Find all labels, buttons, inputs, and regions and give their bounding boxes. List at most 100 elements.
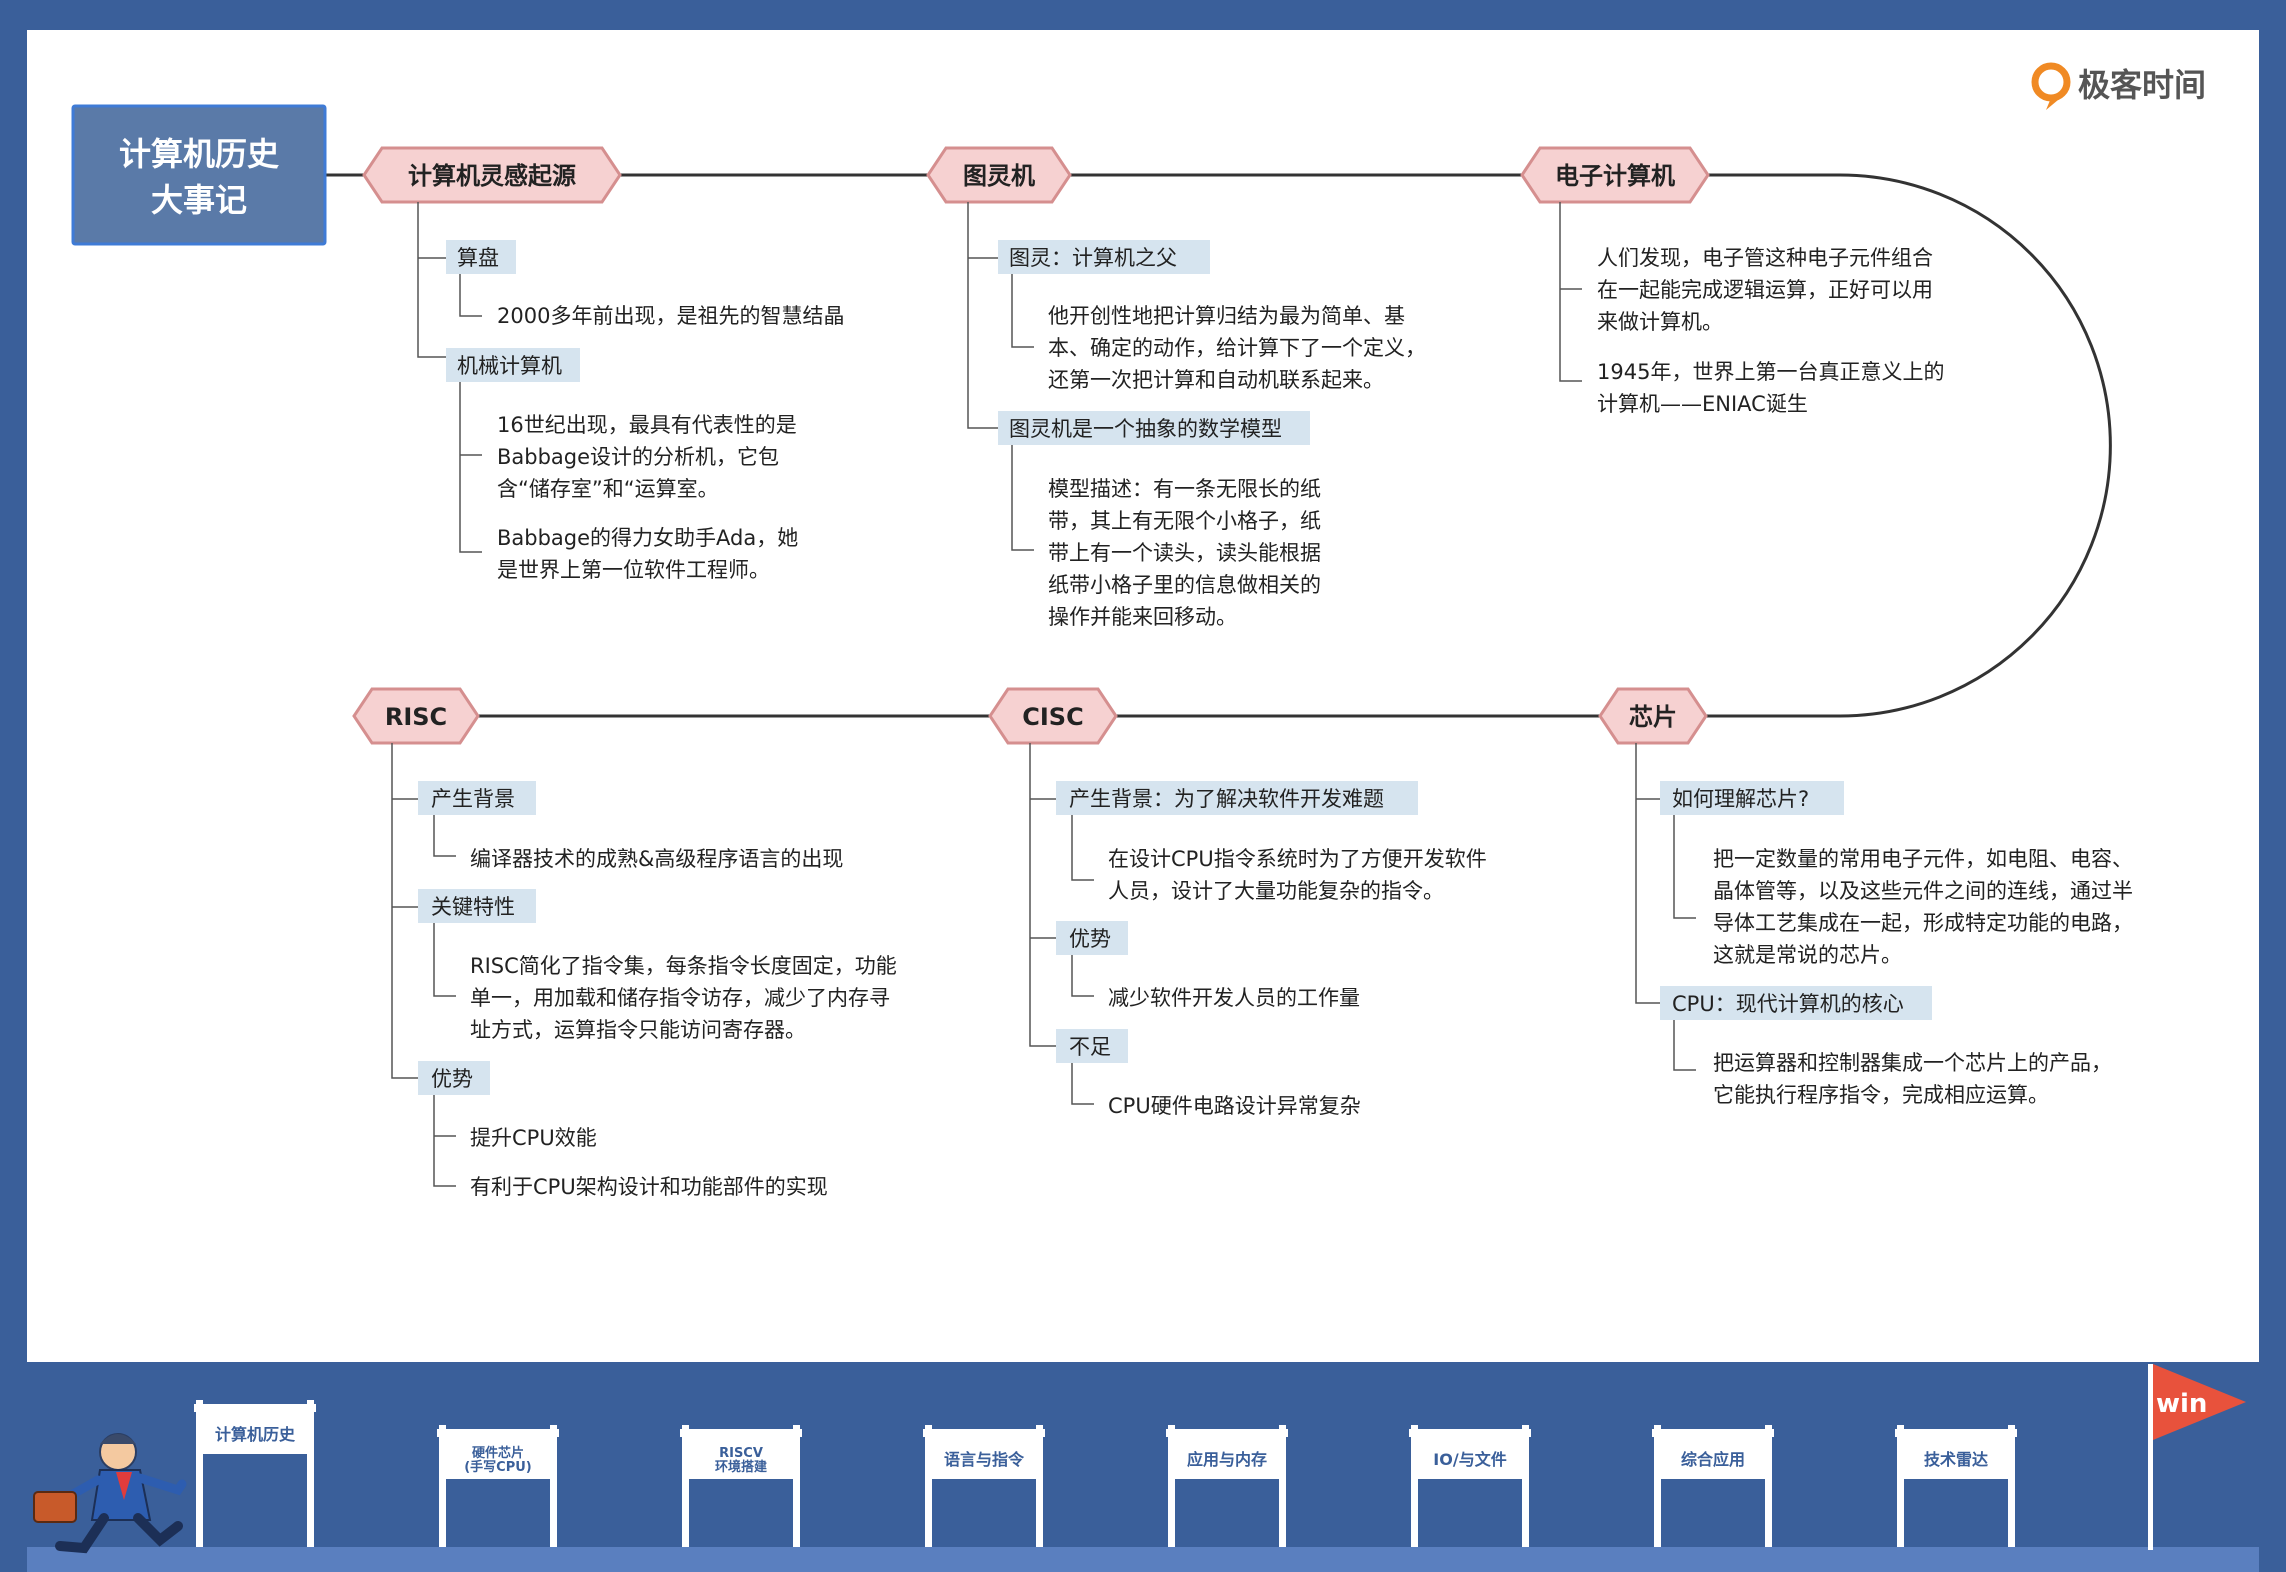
chip-understand-2: 晶体管等，以及这些元件之间的连线，通过半	[1713, 879, 2133, 903]
turing-father-3: 还第一次把计算和自动机联系起来。	[1048, 368, 1384, 392]
gate-1-label: 计算机历史	[215, 1425, 296, 1444]
gate-8-label: 技术雷达	[1924, 1450, 1988, 1469]
timeline-curve	[1700, 173, 2112, 718]
tag-risc-background	[418, 781, 536, 815]
tag-abacus	[446, 240, 516, 274]
title-box	[71, 104, 327, 246]
electronic-p1-1: 人们发现，电子管这种电子元件组合	[1597, 246, 1933, 270]
electronic-p1-2: 在一起能完成逻辑运算，正好可以用	[1597, 278, 1933, 302]
flag-label: win	[2156, 1389, 2207, 1419]
gate-5-label: 应用与内存	[1187, 1450, 1267, 1469]
title-line2: 大事记	[151, 181, 247, 219]
tag-cisc-advantage	[1056, 921, 1128, 955]
flag-icon	[2153, 1364, 2246, 1440]
chip-understand-3: 导体工艺集成在一起，形成特定功能的电路，	[1713, 911, 2133, 935]
gate-6: IO/与文件	[1409, 1425, 1531, 1547]
tag-chip-understand	[1660, 781, 1844, 815]
turing-model-5: 操作并能来回移动。	[1048, 605, 1237, 629]
mechanical-p1-2: Babbage设计的分析机，它包	[497, 445, 779, 469]
abacus-text: 2000多年前出现，是祖先的智慧结晶	[497, 304, 844, 328]
cisc-weakness-text: CPU硬件电路设计异常复杂	[1108, 1094, 1361, 1118]
mechanical-p2-2: 是世界上第一位软件工程师。	[497, 558, 770, 582]
electronic-p1-3: 来做计算机。	[1597, 310, 1723, 334]
node-inspiration: 计算机灵感起源	[362, 146, 622, 204]
node-electronic-label: 电子计算机	[1555, 162, 1675, 190]
turing-model-3: 带上有一个读头，读头能根据	[1048, 541, 1321, 565]
tag-chip-understand-label: 如何理解芯片?	[1672, 787, 1809, 811]
risc-feature-3: 址方式，运算指令只能访问寄存器。	[470, 1018, 806, 1042]
turing-model-2: 带，其上有无限个小格子，纸	[1048, 509, 1321, 533]
tag-chip-core-label: CPU：现代计算机的核心	[1672, 992, 1904, 1016]
tag-risc-advantage-label: 优势	[431, 1067, 473, 1091]
node-inspiration-label: 计算机灵感起源	[408, 162, 576, 190]
turing-model-1: 模型描述：有一条无限长的纸	[1048, 477, 1321, 501]
gate-7-label: 综合应用	[1681, 1450, 1745, 1469]
node-chip: 芯片	[1598, 687, 1708, 745]
tag-turing-model	[998, 411, 1310, 445]
tag-cisc-advantage-label: 优势	[1069, 927, 1111, 951]
footer-track	[27, 1547, 2259, 1572]
tag-risc-background-label: 产生背景	[431, 787, 515, 811]
chip-understand-4: 这就是常说的芯片。	[1713, 943, 1902, 967]
turing-father-2: 本、确定的动作，给计算下了一个定义，	[1048, 336, 1426, 360]
gate-2: 硬件芯片(手写CPU)	[437, 1425, 559, 1547]
turing-father-1: 他开创性地把计算归结为最为简单、基	[1048, 304, 1405, 328]
gate-8: 技术雷达	[1895, 1425, 2017, 1547]
runner-icon	[33, 1433, 187, 1554]
tag-cisc-background-label: 产生背景：为了解决软件开发难题	[1069, 787, 1384, 811]
logo-icon	[2031, 62, 2071, 102]
logo: 极客时间	[2031, 62, 2206, 110]
tag-abacus-label: 算盘	[457, 246, 499, 270]
mechanical-p2-1: Babbage的得力女助手Ada，她	[497, 526, 798, 550]
tag-cisc-background	[1056, 781, 1418, 815]
chip-core-1: 把运算器和控制器集成一个芯片上的产品，	[1713, 1051, 2112, 1075]
gate-6-label: IO/与文件	[1433, 1450, 1506, 1469]
title-line1: 计算机历史	[119, 135, 279, 173]
node-risc-label: RISC	[385, 703, 447, 731]
gate-4: 语言与指令	[923, 1425, 1045, 1547]
tag-risc-advantage	[418, 1061, 490, 1095]
electronic-p2-2: 计算机——ENIAC诞生	[1597, 392, 1808, 416]
risc-feature-1: RISC简化了指令集，每条指令长度固定，功能	[470, 954, 897, 978]
win-flag: win	[2148, 1364, 2246, 1550]
gate-3-label: RISCV	[719, 1446, 763, 1461]
risc-advantage-2: 有利于CPU架构设计和功能部件的实现	[470, 1175, 828, 1199]
tag-turing-father-label: 图灵：计算机之父	[1009, 246, 1177, 270]
node-electronic: 电子计算机	[1520, 146, 1710, 204]
node-turing-label: 图灵机	[963, 162, 1035, 190]
gate-1: 计算机历史	[194, 1400, 316, 1547]
cisc-background-1: 在设计CPU指令系统时为了方便开发软件	[1108, 847, 1487, 871]
turing-model-4: 纸带小格子里的信息做相关的	[1048, 573, 1321, 597]
cisc-background-2: 人员，设计了大量功能复杂的指令。	[1108, 879, 1444, 903]
node-risc: RISC	[352, 687, 480, 745]
tag-risc-feature-label: 关键特性	[431, 895, 515, 919]
risc-feature-2: 单一，用加载和储存指令访存，减少了内存寻	[470, 986, 890, 1010]
risc-background-text: 编译器技术的成熟&高级程序语言的出现	[470, 847, 843, 871]
mechanical-p1-3: 含“储存室”和“运算室。	[497, 477, 719, 501]
tag-cisc-weakness-label: 不足	[1069, 1035, 1111, 1059]
node-cisc-label: CISC	[1022, 703, 1083, 731]
tag-mechanical-label: 机械计算机	[457, 354, 562, 378]
gate-7: 综合应用	[1652, 1425, 1774, 1547]
electronic-p2-1: 1945年，世界上第一台真正意义上的	[1597, 360, 1944, 384]
tag-chip-core	[1660, 986, 1932, 1020]
tag-cisc-weakness	[1056, 1029, 1128, 1063]
cisc-advantage-text: 减少软件开发人员的工作量	[1108, 986, 1360, 1010]
gate-5: 应用与内存	[1166, 1425, 1288, 1547]
chip-understand-1: 把一定数量的常用电子元件，如电阻、电容、	[1713, 847, 2133, 871]
gate-2-label: 硬件芯片	[472, 1445, 524, 1461]
node-cisc: CISC	[988, 687, 1118, 745]
logo-text: 极客时间	[2078, 66, 2206, 104]
tag-turing-model-label: 图灵机是一个抽象的数学模型	[1009, 417, 1282, 441]
node-chip-label: 芯片	[1629, 703, 1677, 731]
risc-advantage-1: 提升CPU效能	[470, 1126, 597, 1150]
gate-3-label: 环境搭建	[715, 1459, 767, 1475]
chip-core-2: 它能执行程序指令，完成相应运算。	[1713, 1083, 2049, 1107]
tag-turing-father	[998, 240, 1210, 274]
node-turing: 图灵机	[926, 146, 1072, 204]
mechanical-p1-1: 16世纪出现，最具有代表性的是	[497, 413, 797, 437]
